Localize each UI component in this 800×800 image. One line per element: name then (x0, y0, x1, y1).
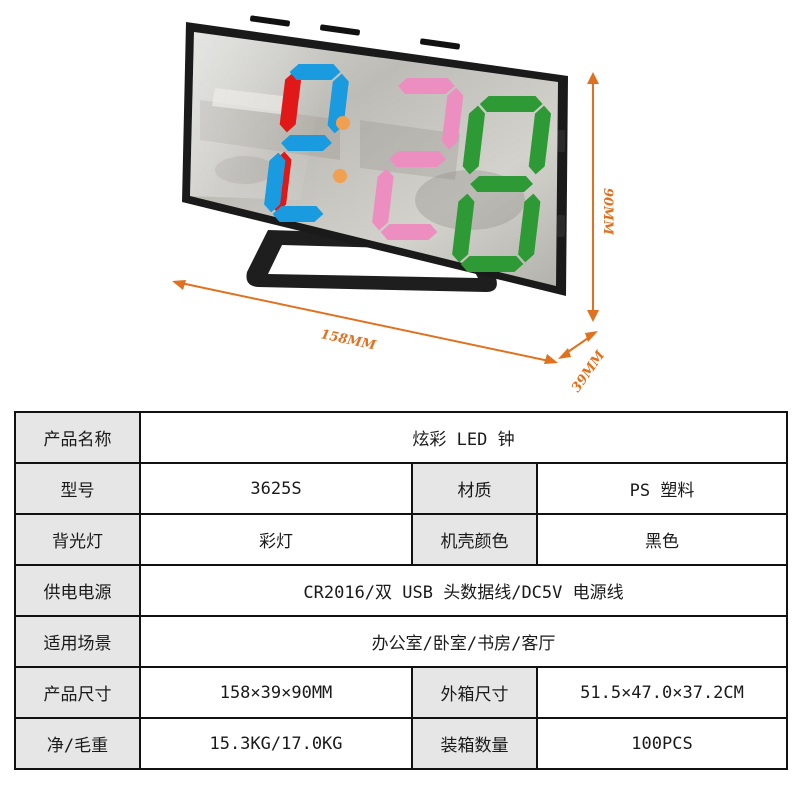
led-digit-1-segment-b (279, 71, 302, 133)
value-product-size: 158×39×90MM (139, 666, 413, 719)
value-backlight: 彩灯 (139, 513, 413, 566)
height-dimension: 90MM (587, 72, 615, 322)
led-digit-4-segment-c (518, 193, 541, 263)
value-material: PS 塑料 (535, 462, 789, 515)
led-digit-2-segment-g (281, 135, 332, 151)
led-digit-3-segment-d (380, 224, 438, 240)
height-dimension-label: 90MM (600, 188, 615, 235)
value-case-color: 黑色 (535, 513, 789, 566)
led-colon-dot-bottom (333, 169, 347, 183)
value-carton-quantity: 100PCS (535, 717, 789, 770)
value-power-supply: CR2016/双 USB 头数据线/DC5V 电源线 (138, 564, 789, 617)
table-row-backlight: 背光灯 彩灯 机壳颜色 黑色 (14, 513, 789, 566)
led-digit-4-segment-a (479, 96, 543, 112)
label-carton-size: 外箱尺寸 (411, 666, 538, 719)
label-material: 材质 (411, 462, 538, 515)
led-digit-4-segment-b (528, 105, 551, 175)
value-product-name: 炫彩 LED 钟 (138, 411, 789, 464)
label-product-size: 产品尺寸 (14, 666, 141, 719)
value-carton-size: 51.5×47.0×37.2CM (535, 666, 789, 719)
led-digit-3-segment-g (389, 151, 447, 167)
width-dimension: 158MM (172, 280, 558, 364)
value-model: 3625S (139, 462, 413, 515)
led-digit-4-segment-e (452, 193, 475, 263)
label-backlight: 背光灯 (14, 513, 141, 566)
product-illustration: 158MM 39MM 90MM (172, 15, 615, 395)
led-digit-4-segment-f (462, 105, 485, 175)
label-carton-quantity: 装箱数量 (411, 717, 538, 770)
led-digits (264, 64, 551, 272)
led-digit-4-segment-g (470, 176, 533, 192)
led-digit-3-segment-a (398, 78, 455, 94)
led-digit-2-segment-d (272, 206, 324, 222)
label-weight: 净/毛重 (14, 717, 141, 770)
label-case-color: 机壳颜色 (411, 513, 538, 566)
label-product-name: 产品名称 (14, 411, 141, 464)
led-colon-dot-top (336, 116, 350, 130)
table-row-power-supply: 供电电源 CR2016/双 USB 头数据线/DC5V 电源线 (14, 564, 789, 617)
depth-dimension: 39MM (558, 331, 609, 395)
table-row-scenarios: 适用场景 办公室/卧室/书房/客厅 (14, 615, 789, 668)
value-scenarios: 办公室/卧室/书房/客厅 (138, 615, 789, 668)
led-digit-2-segment-e (264, 152, 286, 213)
value-weight: 15.3KG/17.0KG (139, 717, 413, 770)
width-dimension-label: 158MM (319, 327, 377, 353)
depth-dimension-label: 39MM (569, 348, 609, 395)
led-digit-3-segment-e (372, 168, 394, 231)
led-digit-3-segment-b (441, 87, 464, 150)
label-scenarios: 适用场景 (14, 615, 141, 668)
table-row-size: 产品尺寸 158×39×90MM 外箱尺寸 51.5×47.0×37.2CM (14, 666, 789, 719)
spec-table: 产品名称 炫彩 LED 钟 型号 3625S 材质 PS 塑料 背光灯 彩灯 机… (14, 411, 789, 770)
table-row-model: 型号 3625S 材质 PS 塑料 (14, 462, 789, 515)
led-digit-2-segment-a (289, 64, 341, 80)
label-model: 型号 (14, 462, 141, 515)
table-row-product-name: 产品名称 炫彩 LED 钟 (14, 411, 789, 464)
clock-body (182, 15, 568, 296)
table-row-weight: 净/毛重 15.3KG/17.0KG 装箱数量 100PCS (14, 717, 789, 770)
led-digit-4-segment-d (460, 256, 524, 272)
label-power-supply: 供电电源 (14, 564, 141, 617)
